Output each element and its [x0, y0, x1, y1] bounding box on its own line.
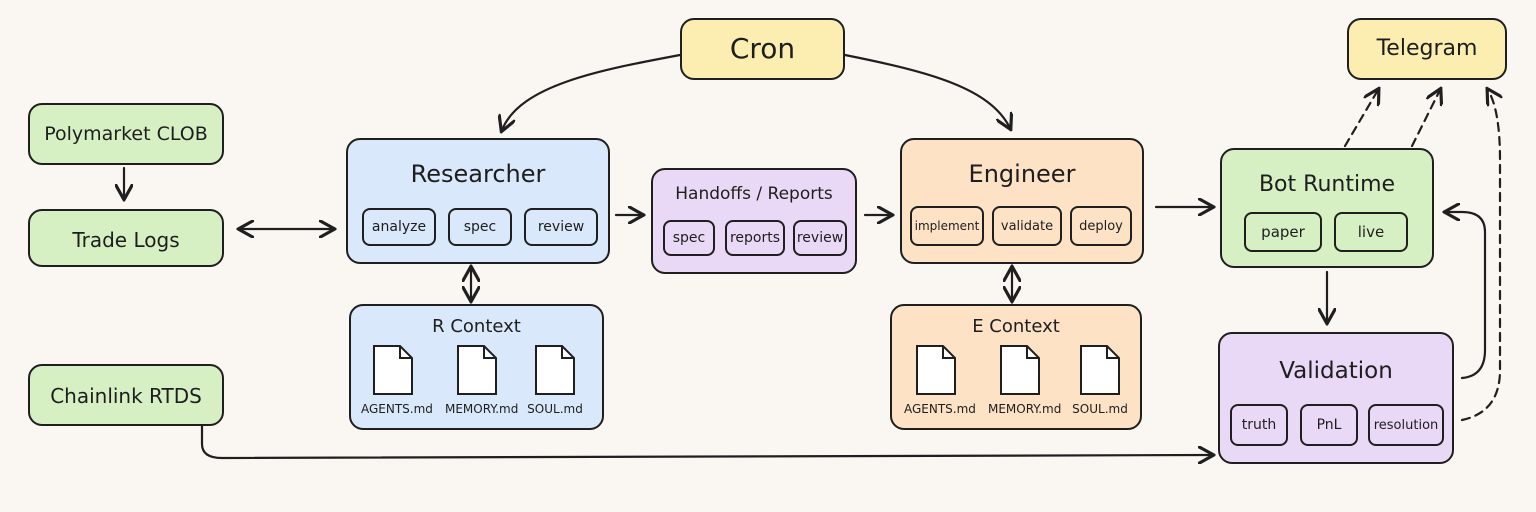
- validation-chip-resolution: resolution: [1368, 404, 1444, 446]
- document-icon: [373, 345, 413, 395]
- e-context-file-memory: MEMORY.md: [988, 344, 1062, 416]
- r-context-file-soul: SOUL.md: [523, 344, 587, 416]
- arrow-cron-engineer: [843, 53, 1010, 128]
- validation-node: Validation truth PnL resolution: [1218, 332, 1454, 464]
- bot-runtime-node: Bot Runtime paper live: [1220, 148, 1434, 268]
- arrow-chainlink-validation: [200, 424, 1212, 458]
- arrow-validation-telegram: [1460, 90, 1500, 422]
- document-icon: [1000, 345, 1040, 395]
- validation-chip-truth: truth: [1230, 404, 1288, 446]
- researcher-chip-spec: spec: [448, 208, 512, 246]
- e-context-file-agents: AGENTS.md: [904, 344, 976, 416]
- researcher-chip-analyze: analyze: [362, 208, 436, 246]
- polymarket-clob-node: Polymarket CLOB: [28, 103, 224, 165]
- chainlink-rtds-label: Chainlink RTDS: [50, 384, 202, 408]
- document-icon: [535, 345, 575, 395]
- telegram-label: Telegram: [1376, 36, 1478, 61]
- handoffs-reports-title: Handoffs / Reports: [675, 184, 833, 204]
- e-context-file-memory-name: MEMORY.md: [988, 402, 1062, 416]
- validation-chip-pnl: PnL: [1300, 404, 1358, 446]
- trade-logs-node: Trade Logs: [28, 209, 224, 267]
- telegram-node: Telegram: [1347, 18, 1507, 80]
- trade-logs-label: Trade Logs: [72, 228, 180, 252]
- polymarket-clob-label: Polymarket CLOB: [44, 123, 208, 145]
- bot-runtime-chip-live: live: [1334, 212, 1408, 252]
- engineer-chip-implement: implement: [910, 206, 984, 246]
- document-icon: [457, 345, 497, 395]
- r-context-node: R Context AGENTS.md MEMORY.md SOUL.md: [349, 304, 604, 430]
- e-context-file-agents-name: AGENTS.md: [904, 402, 976, 416]
- engineer-title: Engineer: [968, 160, 1076, 188]
- arrow-cron-researcher: [502, 53, 682, 130]
- e-context-file-soul-name: SOUL.md: [1072, 402, 1128, 416]
- r-context-file-agents-name: AGENTS.md: [361, 402, 433, 416]
- engineer-node: Engineer implement validate deploy: [900, 138, 1144, 264]
- handoffs-chip-reports: reports: [725, 220, 785, 256]
- bot-runtime-title: Bot Runtime: [1258, 172, 1396, 197]
- bot-runtime-chip-paper: paper: [1244, 212, 1322, 252]
- validation-title: Validation: [1279, 358, 1393, 384]
- cron-label: Cron: [729, 32, 796, 65]
- e-context-file-soul: SOUL.md: [1068, 344, 1132, 416]
- engineer-chip-deploy: deploy: [1070, 206, 1132, 246]
- chainlink-rtds-node: Chainlink RTDS: [28, 364, 224, 426]
- handoffs-chip-spec: spec: [663, 220, 715, 256]
- researcher-chip-review: review: [524, 208, 598, 246]
- r-context-file-soul-name: SOUL.md: [527, 402, 583, 416]
- r-context-title: R Context: [432, 316, 521, 337]
- document-icon: [916, 345, 956, 395]
- document-icon: [1080, 345, 1120, 395]
- researcher-title: Researcher: [410, 160, 546, 188]
- researcher-node: Researcher analyze spec review: [346, 138, 610, 264]
- e-context-node: E Context AGENTS.md MEMORY.md SOUL.md: [890, 304, 1142, 430]
- arrow-bot-telegram-2: [1410, 90, 1440, 148]
- e-context-title: E Context: [972, 316, 1060, 337]
- arrow-bot-telegram-1: [1343, 90, 1378, 148]
- handoffs-reports-node: Handoffs / Reports spec reports review: [651, 168, 857, 274]
- handoffs-chip-review: review: [793, 220, 847, 256]
- r-context-file-memory-name: MEMORY.md: [445, 402, 519, 416]
- cron-node: Cron: [680, 18, 845, 80]
- r-context-file-agents: AGENTS.md: [361, 344, 433, 416]
- r-context-file-memory: MEMORY.md: [445, 344, 519, 416]
- arrow-validation-bot: [1446, 212, 1487, 380]
- engineer-chip-validate: validate: [992, 206, 1062, 246]
